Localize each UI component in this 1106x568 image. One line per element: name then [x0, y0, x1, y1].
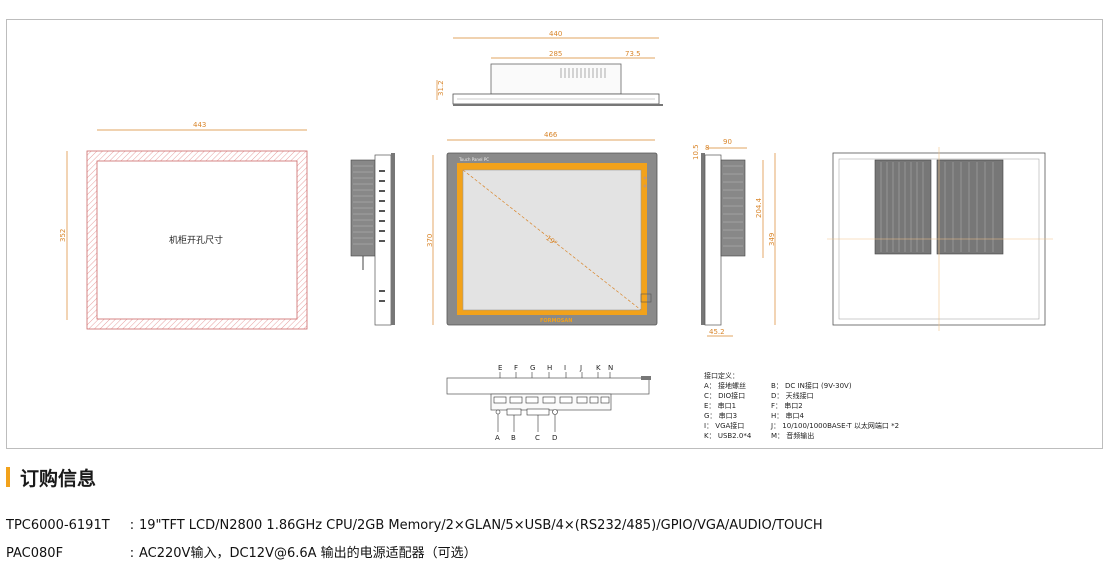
port-letter-c: C	[535, 434, 540, 442]
dim-top-inner: 285	[549, 50, 562, 58]
order-separator: :	[129, 546, 135, 561]
port-letter-i: I	[564, 364, 566, 372]
port-letter-n: N	[608, 364, 613, 372]
port-def-right-2: F： 串口2	[771, 402, 803, 410]
section-title: 订购信息	[20, 467, 97, 490]
front-brand-small: Touch Panel PC	[458, 157, 489, 162]
port-letter-a: A	[495, 434, 500, 442]
cutout-view: 443 352 机柜开孔尺寸	[59, 121, 308, 330]
technical-drawing-frame: 440 285 73.5 31.2 443 352	[6, 19, 1103, 449]
order-model: TPC6000-6191T	[6, 518, 110, 533]
order-description: AC220V输入，DC12V@6.6A 输出的电源适配器（可选）	[139, 546, 477, 561]
dim-cutout-height: 352	[59, 229, 67, 242]
port-def-right-3: H： 串口4	[771, 412, 804, 420]
dim-top-height: 31.2	[437, 80, 445, 96]
technical-drawing: 440 285 73.5 31.2 443 352	[59, 30, 1053, 442]
port-definitions-title: 接口定义：	[704, 371, 739, 380]
dim-front-height: 370	[426, 234, 434, 247]
section-accent-bar	[6, 467, 10, 487]
bottom-io-view: E F G H I J K N	[446, 364, 651, 442]
order-description: 19"TFT LCD/N2800 1.86GHz CPU/2GB Memory/…	[139, 518, 823, 533]
front-view: 466 370 19" Touch Panel PC FORMOSAN	[426, 131, 658, 326]
port-def-left-1: C： DIO接口	[704, 391, 745, 400]
port-def-left-0: A： 接地螺丝	[704, 381, 746, 390]
port-letter-b: B	[511, 434, 516, 442]
order-row: TPC6000-6191T:19"TFT LCD/N2800 1.86GHz C…	[6, 518, 823, 533]
port-letter-d: D	[552, 434, 557, 442]
dim-side-bezel: 10.5	[692, 144, 700, 160]
order-model: PAC080F	[6, 546, 64, 561]
dim-side-bottom: 45.2	[709, 328, 725, 336]
dim-front-width: 466	[544, 131, 558, 139]
order-separator: :	[129, 518, 135, 533]
port-letter-g: G	[530, 364, 535, 372]
port-letter-j: J	[579, 364, 582, 372]
port-def-right-0: B： DC IN接口 (9V-30V)	[771, 381, 852, 390]
port-letters-bottom: A B C D	[495, 434, 557, 442]
cutout-label: 机柜开孔尺寸	[169, 234, 223, 246]
port-def-right-5: M： 音频输出	[771, 431, 814, 440]
front-logo: FORMOSAN	[540, 318, 572, 324]
back-view	[827, 147, 1053, 331]
port-letter-e: E	[498, 364, 502, 372]
top-view: 440 285 73.5 31.2	[436, 30, 663, 106]
port-letter-f: F	[514, 364, 518, 372]
dim-side-height: 349	[768, 233, 776, 246]
port-def-left-3: G： 串口3	[704, 412, 737, 420]
dim-side-inner: 204.4	[755, 197, 763, 218]
port-def-left-4: I： VGA接口	[704, 421, 744, 430]
left-side-view	[350, 153, 395, 326]
dim-side-depth: 90	[723, 138, 732, 146]
right-side-view: 90 10.5 8 204.4 349 45.2	[692, 138, 776, 337]
dim-top-offset: 73.5	[625, 50, 641, 58]
port-def-left-5: K： USB2.0*4	[704, 432, 752, 440]
port-def-right-4: J： 10/100/1000BASE-T 以太网端口 *2	[770, 421, 899, 430]
dim-side-offset: 8	[705, 144, 709, 152]
dim-cutout-width: 443	[193, 121, 206, 129]
port-letter-h: H	[547, 364, 552, 372]
port-letter-k: K	[596, 364, 601, 372]
dim-top-width: 440	[549, 30, 562, 38]
port-definitions: 接口定义： A： 接地螺丝 B： DC IN接口 (9V-30V) C： DIO…	[704, 371, 899, 440]
port-def-left-2: E： 串口1	[704, 402, 736, 410]
port-def-right-1: D： 天线接口	[771, 391, 814, 400]
order-row: PAC080F: AC220V输入，DC12V@6.6A 输出的电源适配器（可选）	[6, 542, 477, 561]
ordering-section-header: 订购信息	[6, 465, 97, 490]
port-letters-top: E F G H I J K N	[498, 364, 613, 372]
